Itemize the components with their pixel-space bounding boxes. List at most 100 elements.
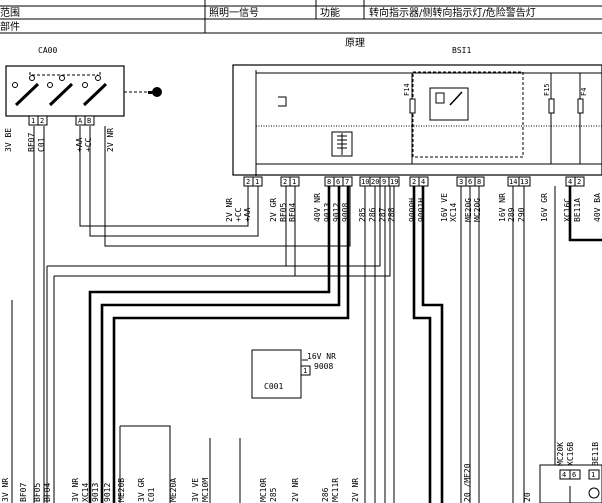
svg-text:XC16B: XC16B	[566, 442, 575, 466]
svg-text:288: 288	[387, 207, 396, 222]
svg-text:2V NR: 2V NR	[106, 128, 115, 152]
svg-text:BF05: BF05	[279, 203, 288, 222]
svg-text:3V NR: 3V NR	[1, 478, 10, 502]
header-scope-label: 范围	[0, 6, 20, 19]
br-connector	[539, 464, 602, 503]
svg-text:286: 286	[368, 207, 377, 222]
section-title: 原理	[345, 37, 365, 49]
svg-text:40V BA: 40V BA	[593, 193, 602, 222]
thin-wires	[11, 126, 556, 503]
svg-text:2: 2	[577, 178, 581, 186]
svg-text:BE11A: BE11A	[573, 198, 582, 222]
svg-text:6: 6	[572, 471, 576, 479]
svg-text:4: 4	[421, 178, 425, 186]
svg-text:MC10M: MC10M	[201, 478, 210, 502]
svg-text:289: 289	[507, 207, 516, 222]
header-function-text: 转向指示器/侧转向指示灯/危险警告灯	[369, 6, 536, 19]
svg-text:BF05: BF05	[33, 483, 42, 502]
svg-text:BF07: BF07	[19, 483, 28, 502]
svg-text:MC10R: MC10R	[259, 478, 268, 502]
br-connector-inner	[569, 486, 600, 503]
svg-text:1: 1	[591, 471, 595, 479]
ca00-pin: A	[78, 117, 83, 125]
svg-text:20: 20	[371, 178, 379, 186]
svg-text:+CC: +CC	[234, 207, 243, 222]
svg-text:ME20B: ME20B	[117, 478, 126, 502]
svg-text:MC20G: MC20G	[473, 198, 482, 222]
svg-text:14: 14	[509, 178, 517, 186]
header-component-label: 部件	[0, 20, 20, 33]
svg-text:2V NR: 2V NR	[351, 478, 360, 502]
svg-text:1: 1	[292, 178, 296, 186]
svg-text:BF07: BF07	[27, 133, 36, 152]
ca00-switch	[5, 65, 148, 117]
svg-text:XC16C: XC16C	[563, 198, 572, 222]
svg-text:C01: C01	[147, 487, 156, 502]
svg-text:3V VE: 3V VE	[191, 478, 200, 502]
fuse-f4-label: F4	[580, 88, 588, 96]
c001-wire-code: 9008	[314, 362, 333, 371]
svg-text:16V VE: 16V VE	[440, 193, 449, 222]
svg-text:9: 9	[382, 178, 386, 186]
c001-box	[251, 349, 311, 399]
bottom-wire-labels: 3V NR BF07 BF05 BF04 3V NR XC14 9013 901…	[1, 463, 532, 502]
c001-label: C001	[264, 382, 283, 391]
svg-text:16V NR: 16V NR	[498, 193, 507, 222]
br-labels: MC20K XC16B BE11B 4 6 1	[556, 442, 600, 479]
svg-text:2: 2	[283, 178, 287, 186]
ca00-pin-boxes	[28, 115, 95, 126]
svg-text:MC20K: MC20K	[556, 442, 565, 466]
svg-text:9001H: 9001H	[417, 198, 426, 222]
svg-text:287: 287	[378, 207, 387, 222]
svg-text:1: 1	[255, 178, 259, 186]
header-table	[0, 0, 602, 34]
svg-text:MC11R: MC11R	[331, 478, 340, 502]
svg-text:9013: 9013	[323, 203, 332, 222]
svg-text:2: 2	[246, 178, 250, 186]
svg-text:8: 8	[477, 178, 481, 186]
svg-text:BF04: BF04	[43, 483, 52, 502]
svg-text:+CC: +CC	[84, 137, 93, 152]
svg-text:8: 8	[327, 178, 331, 186]
bsi1-pin-boxes	[243, 176, 585, 187]
svg-text:286: 286	[321, 487, 330, 502]
svg-text:16V GR: 16V GR	[540, 193, 549, 222]
svg-text:3V BE: 3V BE	[4, 128, 13, 152]
svg-text:BF04: BF04	[288, 203, 297, 222]
svg-text:ME20G: ME20G	[464, 198, 473, 222]
svg-text:20 /ME20: 20 /ME20	[463, 463, 472, 502]
svg-text:XC14: XC14	[81, 483, 90, 502]
svg-text:6: 6	[336, 178, 340, 186]
svg-text:3: 3	[459, 178, 463, 186]
fuse-f15-label: F15	[543, 83, 551, 96]
svg-text:40V NR: 40V NR	[313, 193, 322, 222]
ca00-pin: B	[87, 117, 91, 125]
svg-text:13: 13	[520, 178, 528, 186]
c001-wire-color: 16V NR	[307, 352, 336, 361]
fuse-f14-label: F14	[403, 83, 411, 96]
ca00-wire-labels: 3V BE BF07 C01 +AA +CC 2V NR	[4, 128, 115, 152]
bsi1-pin-numbers: 2 1 2 1 8 6 7 10 20 9 19 2 4 3 6 8 14 13…	[246, 178, 581, 186]
svg-text:C01: C01	[37, 137, 46, 152]
svg-text:2V GR: 2V GR	[269, 198, 278, 222]
ca00-pin: 2	[40, 117, 44, 125]
svg-text:285: 285	[269, 487, 278, 502]
bsi1-box	[232, 64, 602, 176]
bsi1-label: BSI1	[452, 46, 471, 55]
svg-text:ME20A: ME20A	[169, 478, 178, 502]
svg-text:BE11B: BE11B	[591, 442, 600, 466]
svg-text:XC14: XC14	[449, 203, 458, 222]
svg-text:9000H: 9000H	[408, 198, 417, 222]
svg-text:4: 4	[568, 178, 572, 186]
svg-text:2V NR: 2V NR	[291, 478, 300, 502]
svg-text:7: 7	[345, 178, 349, 186]
svg-text:2V NR: 2V NR	[225, 198, 234, 222]
bsi1-wire-labels: 2V NR +CC +AA 2V GR BF05 BF04 40V NR 901…	[225, 193, 602, 222]
svg-text:285: 285	[358, 207, 367, 222]
ca00-label: CA00	[38, 46, 57, 55]
svg-text:10: 10	[361, 178, 369, 186]
key-icon	[148, 87, 162, 97]
thick-wires	[88, 186, 602, 503]
svg-text:19: 19	[390, 178, 398, 186]
